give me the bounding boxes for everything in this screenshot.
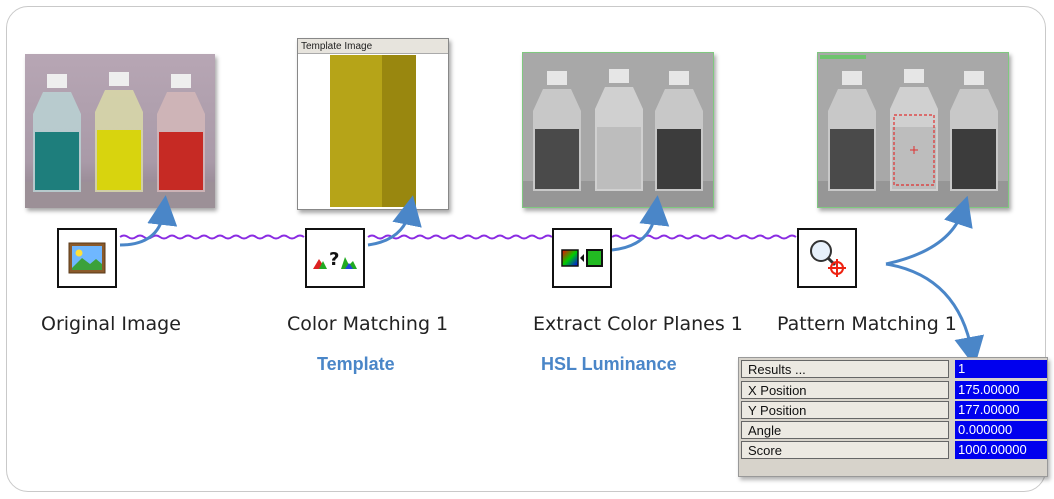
original-image-node[interactable] (57, 228, 117, 288)
hsl-luminance-caption: HSL Luminance (541, 354, 677, 374)
y-position-value: 177.00000 (955, 401, 1047, 419)
table-row: Angle 0.000000 (741, 421, 1047, 440)
table-row: Score 1000.00000 (741, 441, 1047, 460)
score-label: Score (741, 441, 949, 459)
y-position-label: Y Position (741, 401, 949, 419)
pattern-match-image-thumbnail (817, 52, 1009, 208)
template-image-window: Template Image (297, 38, 449, 210)
luminance-image-thumbnail (522, 52, 714, 208)
color-plane-extract-icon (560, 247, 604, 269)
original-image-thumbnail (25, 54, 215, 208)
extract-color-planes-label: Extract Color Planes 1 (533, 313, 743, 335)
template-window-title: Template Image (298, 39, 448, 54)
pattern-matching-node[interactable] (797, 228, 857, 288)
score-value: 1000.00000 (955, 441, 1047, 459)
svg-text:?: ? (329, 249, 339, 270)
angle-label: Angle (741, 421, 949, 439)
table-row: Y Position 177.00000 (741, 401, 1047, 420)
x-position-label: X Position (741, 381, 949, 399)
results-table: Results ... 1 X Position 175.00000 Y Pos… (738, 357, 1048, 477)
template-image-content (298, 55, 446, 207)
original-image-label: Original Image (41, 313, 181, 335)
table-row: X Position 175.00000 (741, 381, 1047, 400)
extract-color-planes-node[interactable] (552, 228, 612, 288)
image-landscape-icon (68, 242, 106, 274)
template-caption: Template (317, 354, 395, 374)
color-matching-label: Color Matching 1 (287, 313, 449, 335)
magnifier-target-icon (805, 236, 849, 280)
x-position-value: 175.00000 (955, 381, 1047, 399)
angle-value: 0.000000 (955, 421, 1047, 439)
results-header-value[interactable]: 1 (955, 360, 1047, 378)
color-histogram-match-icon: ? (311, 243, 359, 273)
results-header-row: Results ... 1 (741, 360, 1047, 379)
color-matching-node[interactable]: ? (305, 228, 365, 288)
pattern-matching-label: Pattern Matching 1 (777, 313, 957, 335)
results-header-label[interactable]: Results ... (741, 360, 949, 378)
